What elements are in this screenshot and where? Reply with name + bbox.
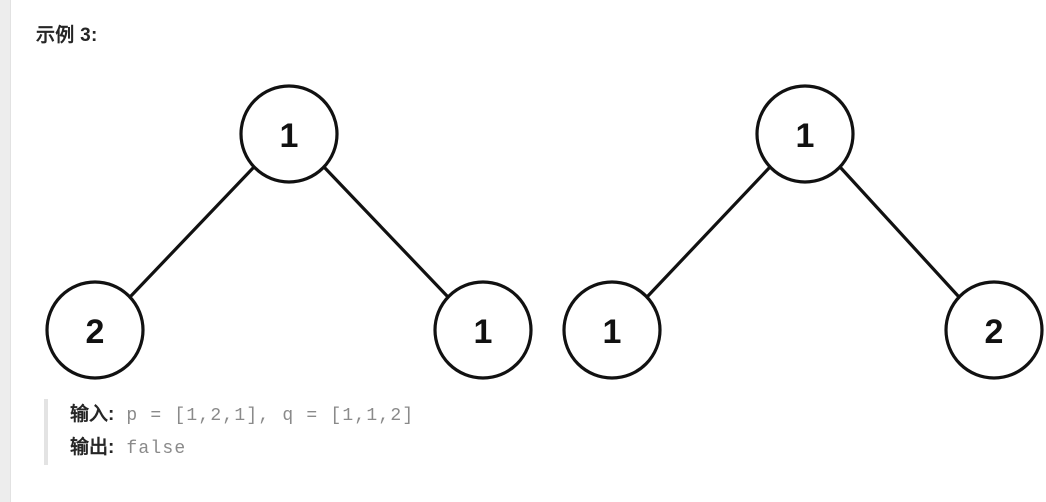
tree-node-p-left: 2 — [45, 280, 145, 380]
input-label: 输入: — [70, 404, 115, 425]
node-value: 2 — [86, 313, 105, 351]
example-io-block: 输入: p = [1,2,1], q = [1,1,2] 输出: false — [44, 399, 1004, 465]
edge-p-root-left — [128, 165, 256, 299]
edge-p-root-right — [322, 165, 450, 299]
left-gutter-divider — [10, 0, 11, 502]
input-line: 输入: p = [1,2,1], q = [1,1,2] — [70, 399, 1004, 432]
tree-node-q-right: 2 — [944, 280, 1044, 380]
left-gutter-strip — [0, 0, 10, 502]
node-circle — [755, 84, 855, 184]
tree-node-p-right: 1 — [433, 280, 533, 380]
example-heading: 示例 3: — [36, 25, 98, 46]
node-value: 2 — [985, 313, 1004, 351]
input-value: p = [1,2,1], q = [1,1,2] — [114, 406, 415, 426]
node-value: 1 — [280, 117, 299, 155]
node-circle — [562, 280, 662, 380]
node-circle — [944, 280, 1044, 380]
output-value: false — [114, 439, 187, 459]
trees-svg: 1 2 1 1 1 2 — [45, 84, 1044, 380]
node-value: 1 — [474, 313, 493, 351]
binary-tree-diagram: 1 2 1 1 1 2 — [0, 60, 1046, 390]
node-circle — [433, 280, 533, 380]
tree-node-q-root: 1 — [755, 84, 855, 184]
node-value: 1 — [603, 313, 622, 351]
edge-q-root-left — [645, 165, 772, 299]
output-line: 输出: false — [70, 432, 1004, 465]
edge-q-root-right — [838, 165, 961, 299]
node-value: 1 — [796, 117, 815, 155]
output-label: 输出: — [70, 437, 115, 458]
tree-node-q-left: 1 — [562, 280, 662, 380]
node-circle — [239, 84, 339, 184]
node-circle — [45, 280, 145, 380]
tree-node-p-root: 1 — [239, 84, 339, 184]
